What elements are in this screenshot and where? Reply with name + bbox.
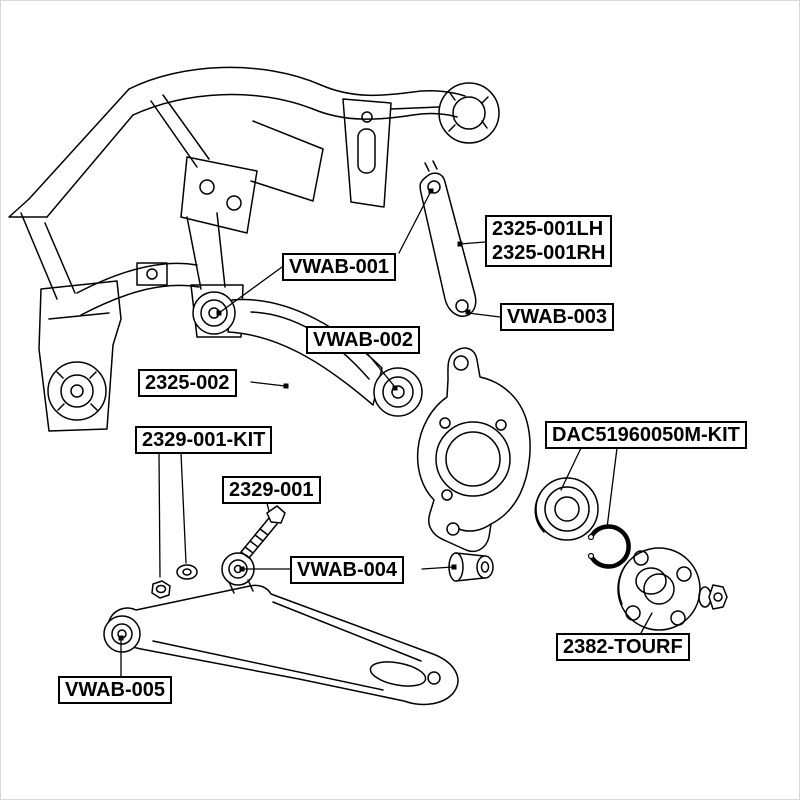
- upper-control-arm: [192, 291, 423, 417]
- part-label-2329-001-kit: 2329-001-KIT: [135, 426, 273, 454]
- rear-subframe: [8, 66, 500, 432]
- axle-nut: [698, 584, 728, 610]
- part-label-vwab-005: VWAB-005: [58, 676, 173, 704]
- part-label-vwab-003: VWAB-003: [500, 303, 615, 331]
- part-label-vwab-001: VWAB-001: [282, 253, 397, 281]
- snap-ring: [587, 524, 631, 569]
- part-label-2325-001lh: 2325-001LH: [492, 218, 604, 240]
- part-label-2325-001rh: 2325-001RH: [492, 242, 606, 264]
- steering-knuckle: [416, 347, 531, 553]
- part-label-2329-001: 2329-001: [222, 476, 321, 504]
- wheel-bearing: [534, 477, 599, 541]
- lock-nut: [151, 580, 171, 599]
- part-label-2382-tourf: 2382-TOURF: [556, 633, 690, 661]
- trailing-link-arm: [419, 160, 477, 317]
- camber-bolt: [240, 505, 286, 559]
- part-label-vwab-002: VWAB-002: [306, 326, 421, 354]
- washer: [176, 564, 198, 580]
- leader-markers: [118, 188, 471, 641]
- part-label-dac51960050m-kit: DAC51960050M-KIT: [545, 421, 747, 449]
- part-label-2325-001: 2325-001LH 2325-001RH: [485, 215, 613, 267]
- leader-lines: [120, 190, 653, 677]
- part-label-vwab-004: VWAB-004: [290, 556, 405, 584]
- part-label-2325-002: 2325-002: [138, 369, 237, 397]
- wheel-hub: [617, 547, 701, 631]
